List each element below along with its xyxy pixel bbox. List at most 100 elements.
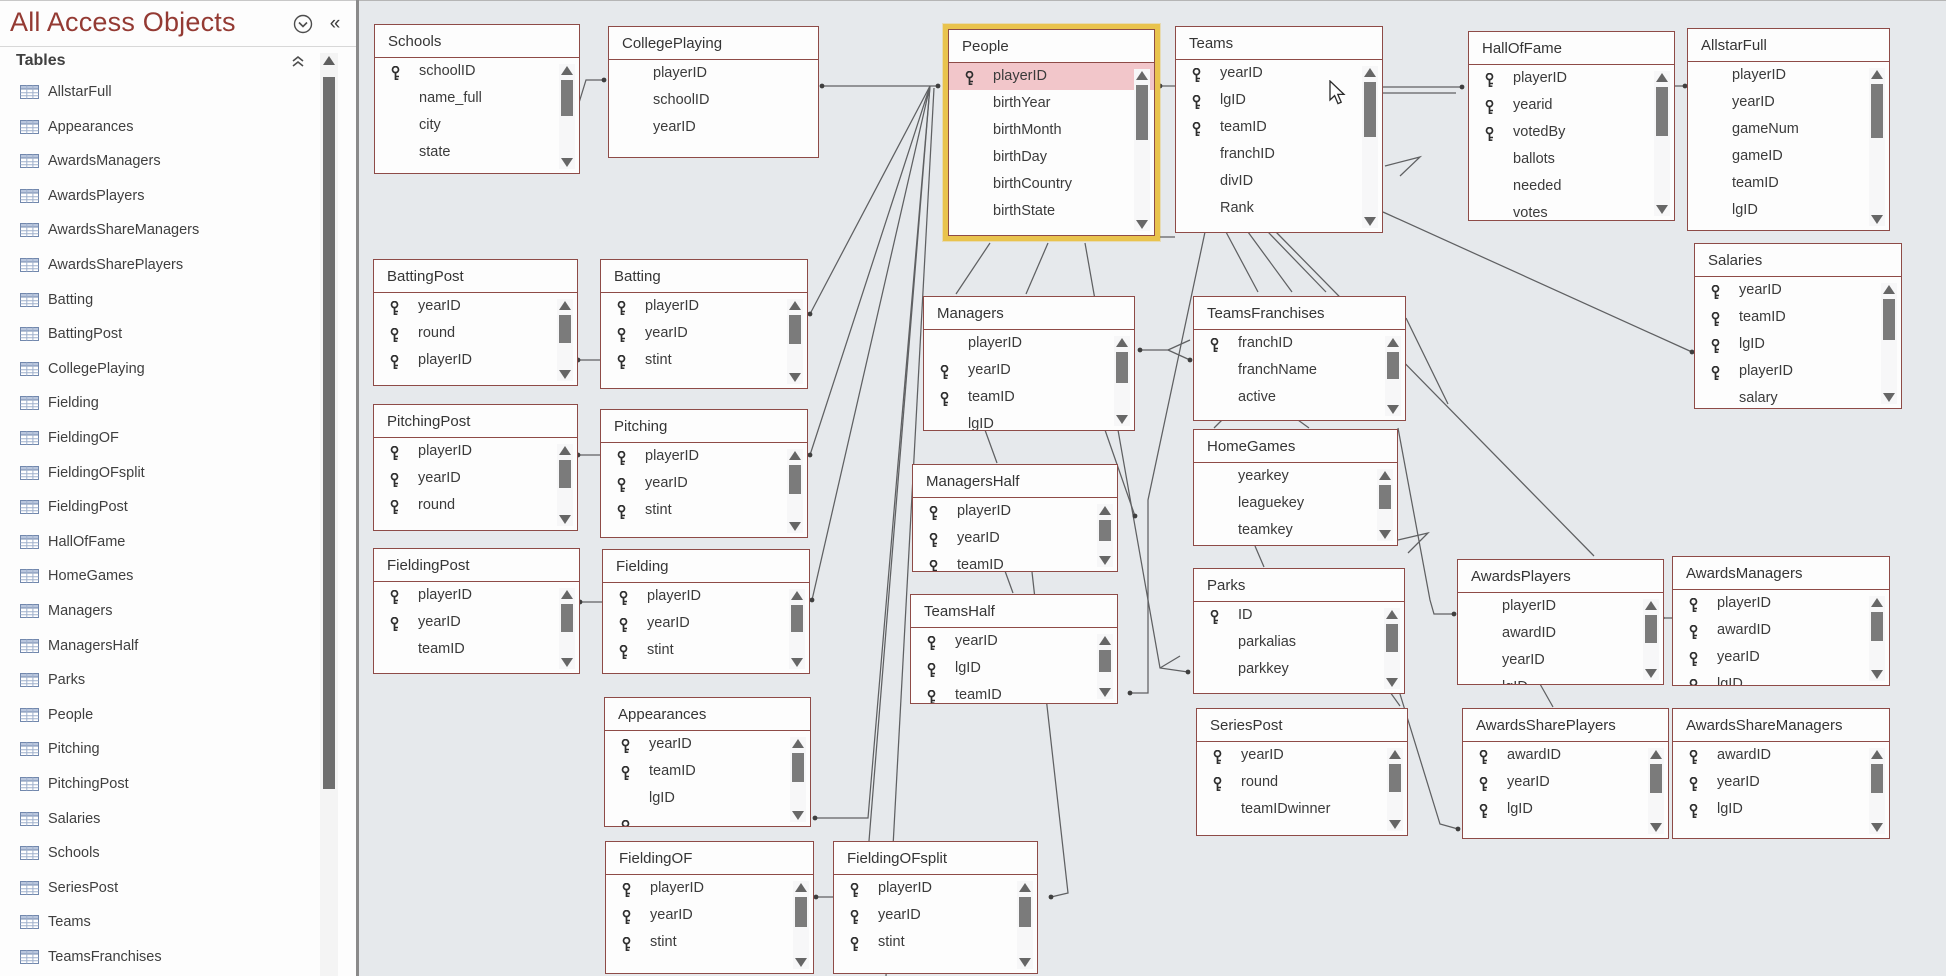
field-row-playerID[interactable]: playerID <box>374 438 577 465</box>
field-row-yearID[interactable]: yearID <box>1176 60 1382 87</box>
field-row-yearID[interactable]: yearID <box>924 357 1134 384</box>
scroll-up-icon[interactable] <box>1386 610 1398 619</box>
field-row-playerID[interactable]: playerID <box>949 63 1154 90</box>
field-row-franchID[interactable]: franchID <box>1176 141 1382 168</box>
sidebar-item-Fielding[interactable]: Fielding <box>0 387 318 421</box>
table-scrollbar[interactable] <box>790 737 806 822</box>
field-row-lgID[interactable]: lgID <box>1688 197 1889 224</box>
field-row-playerID[interactable]: playerID <box>374 347 577 374</box>
table-card-title[interactable]: PitchingPost <box>374 405 577 438</box>
sidebar-item-HomeGames[interactable]: HomeGames <box>0 560 318 594</box>
scroll-down-icon[interactable] <box>1389 820 1401 829</box>
table-scrollbar[interactable] <box>793 881 809 969</box>
scroll-up-icon[interactable] <box>1389 750 1401 759</box>
field-row-yearID[interactable]: yearID <box>1673 644 1889 671</box>
table-scrollbar[interactable] <box>1017 881 1033 969</box>
table-card-title[interactable]: FieldingPost <box>374 549 579 582</box>
scroll-up-icon[interactable] <box>559 301 571 310</box>
field-row-playerID[interactable]: playerID <box>1673 590 1889 617</box>
scroll-down-icon[interactable] <box>1099 688 1111 697</box>
table-scrollbar[interactable] <box>1648 748 1664 834</box>
table-scrollbar[interactable] <box>1869 748 1885 834</box>
scroll-up-icon[interactable] <box>1099 506 1111 515</box>
pane-divider[interactable] <box>356 0 359 976</box>
table-card-title[interactable]: Pitching <box>601 410 807 443</box>
scroll-up-icon[interactable] <box>789 301 801 310</box>
field-row-birthState[interactable]: birthState <box>949 198 1154 225</box>
sidebar-item-AwardsManagers[interactable]: AwardsManagers <box>0 145 318 179</box>
table-scrollbar-thumb[interactable] <box>1116 352 1128 383</box>
field-row-teamkey[interactable]: teamkey <box>1194 517 1397 544</box>
scroll-up-icon[interactable] <box>561 66 573 75</box>
sidebar-item-FieldingPost[interactable]: FieldingPost <box>0 491 318 525</box>
tables-group-header[interactable]: Tables <box>0 49 318 76</box>
field-row-schoolID[interactable]: schoolID <box>375 58 579 85</box>
scroll-down-icon[interactable] <box>559 370 571 379</box>
field-row-stint[interactable]: stint <box>834 929 1037 956</box>
field-row-yearID[interactable]: yearID <box>911 628 1117 655</box>
table-scrollbar[interactable] <box>787 449 803 533</box>
table-scrollbar[interactable] <box>1114 336 1130 426</box>
sidebar-item-CollegePlaying[interactable]: CollegePlaying <box>0 353 318 387</box>
table-card-title[interactable]: Managers <box>924 297 1134 330</box>
table-card-title[interactable]: ManagersHalf <box>913 465 1117 498</box>
field-row-stint[interactable]: stint <box>603 637 809 664</box>
nav-menu-dropdown-icon[interactable] <box>293 14 313 34</box>
field-row-yearkey[interactable]: yearkey <box>1194 463 1397 490</box>
field-row-yearID[interactable]: yearID <box>601 320 807 347</box>
table-scrollbar-thumb[interactable] <box>1099 520 1111 541</box>
table-scrollbar-thumb[interactable] <box>1871 84 1883 138</box>
sidebar-item-FieldingOF[interactable]: FieldingOF <box>0 422 318 456</box>
field-row-playerID[interactable]: playerID <box>601 293 807 320</box>
scroll-up-icon[interactable] <box>1019 883 1031 892</box>
table-scrollbar-thumb[interactable] <box>789 315 801 344</box>
scroll-down-icon[interactable] <box>792 811 804 820</box>
field-row-birthMonth[interactable]: birthMonth <box>949 117 1154 144</box>
field-row-yearID[interactable]: yearID <box>1673 769 1889 796</box>
table-scrollbar[interactable] <box>1362 66 1378 228</box>
sidebar-item-People[interactable]: People <box>0 699 318 733</box>
table-scrollbar[interactable] <box>557 444 573 526</box>
table-scrollbar[interactable] <box>1134 69 1150 231</box>
table-card-title[interactable]: TeamsHalf <box>911 595 1117 628</box>
table-scrollbar[interactable] <box>1643 599 1659 680</box>
field-row-round[interactable]: round <box>374 320 577 347</box>
sidebar-item-AwardsPlayers[interactable]: AwardsPlayers <box>0 180 318 214</box>
field-row-state[interactable]: state <box>375 139 579 166</box>
sidebar-item-Pitching[interactable]: Pitching <box>0 733 318 767</box>
sidebar-item-Salaries[interactable]: Salaries <box>0 803 318 837</box>
table-card-title[interactable]: CollegePlaying <box>609 27 818 60</box>
field-row-yearID[interactable]: yearID <box>374 465 577 492</box>
field-row-votedBy[interactable]: votedBy <box>1469 119 1674 146</box>
field-row-teamID[interactable]: teamID <box>1688 170 1889 197</box>
field-row-ballots[interactable]: ballots <box>1469 146 1674 173</box>
scroll-down-icon[interactable] <box>791 658 803 667</box>
table-card-title[interactable]: Fielding <box>603 550 809 583</box>
field-row-schoolID[interactable]: schoolID <box>609 87 818 114</box>
table-card-title[interactable]: FieldingOF <box>606 842 813 875</box>
field-row-name_full[interactable]: name_full <box>375 85 579 112</box>
field-row-round[interactable]: round <box>1197 769 1407 796</box>
field-row-lgID[interactable]: lgID <box>1458 674 1663 684</box>
field-row-playerID[interactable]: playerID <box>913 498 1117 525</box>
table-card-title[interactable]: FieldingOFsplit <box>834 842 1037 875</box>
sidebar-item-AwardsShareManagers[interactable]: AwardsShareManagers <box>0 214 318 248</box>
table-card-title[interactable]: Batting <box>601 260 807 293</box>
table-card-title[interactable]: SeriesPost <box>1197 709 1407 742</box>
field-row-birthDay[interactable]: birthDay <box>949 144 1154 171</box>
table-scrollbar-thumb[interactable] <box>1650 764 1662 793</box>
table-scrollbar[interactable] <box>1387 748 1403 831</box>
field-row-lgID[interactable]: lgID <box>1176 87 1382 114</box>
scroll-down-icon[interactable] <box>561 158 573 167</box>
field-row-yearID[interactable]: yearID <box>1463 769 1668 796</box>
field-row-teamID[interactable]: teamID <box>911 682 1117 703</box>
